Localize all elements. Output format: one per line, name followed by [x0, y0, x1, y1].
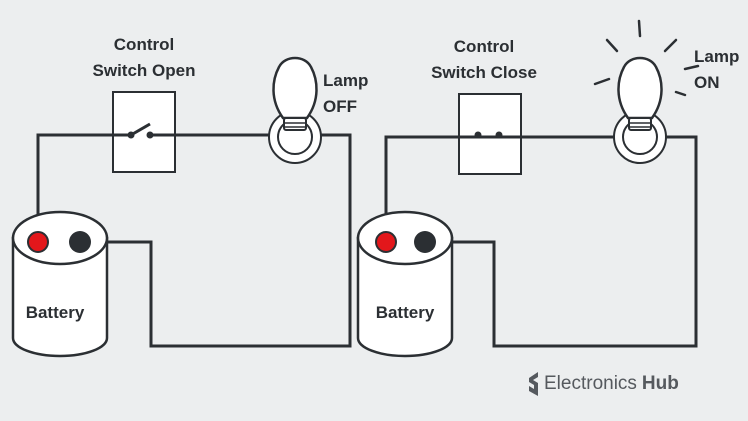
switch-label-line1: Control	[454, 37, 514, 56]
lamp-on	[593, 19, 700, 164]
battery-label: Battery	[376, 303, 435, 322]
electronics-hub-logo-icon	[529, 372, 538, 396]
lamp-label-line2: ON	[694, 73, 720, 92]
switch-label-line2: Switch Close	[431, 63, 537, 82]
lamp-label-line1: Lamp	[323, 71, 368, 90]
brand-name-part2: Hub	[642, 373, 679, 394]
light-rays-icon	[593, 19, 700, 97]
brand-name-part1: Electronics	[544, 373, 637, 394]
wire-lamp-to-battery-return	[80, 133, 352, 348]
battery-right	[356, 210, 454, 358]
lamp-label-line2: OFF	[323, 97, 357, 116]
circuit-closed: Control Switch Close Lamp ON Battery	[356, 19, 739, 358]
wire-positive-to-switch	[36, 133, 113, 240]
battery-left	[11, 210, 109, 358]
control-switch-open	[112, 91, 176, 173]
lamp-off	[268, 56, 322, 164]
switch-label-line1: Control	[114, 35, 174, 54]
negative-terminal	[69, 231, 91, 253]
control-switch-closed	[458, 93, 522, 175]
positive-terminal	[375, 231, 397, 253]
lamp-label-line1: Lamp	[694, 47, 739, 66]
positive-terminal	[27, 231, 49, 253]
wire-positive-to-switch	[384, 135, 459, 240]
switch-label-line2: Switch Open	[93, 61, 196, 80]
wire-lamp-to-battery-return	[425, 135, 698, 348]
battery-label: Battery	[26, 303, 85, 322]
negative-terminal	[414, 231, 436, 253]
circuit-open: Control Switch Open Lamp OFF Battery	[11, 35, 368, 358]
